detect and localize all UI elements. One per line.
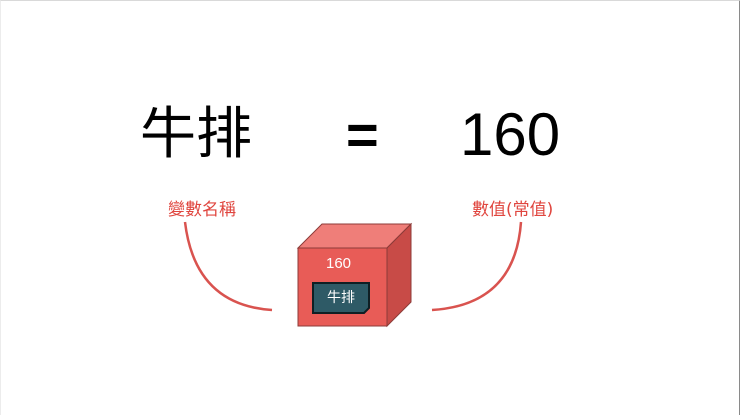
box-name-tag: 牛排 [327,290,355,306]
left-arc [183,221,273,312]
variable-name: 牛排 [140,102,252,167]
name-tag-shape [312,282,370,314]
equals-sign: = [346,103,379,166]
variable-box-icon [296,222,413,328]
value-label: 數值(常值) [472,200,554,220]
variable-name-label: 變數名稱 [168,200,236,220]
variable-value: 160 [460,101,561,168]
box-value-label: 160 [326,255,352,272]
right-arc [431,221,523,312]
